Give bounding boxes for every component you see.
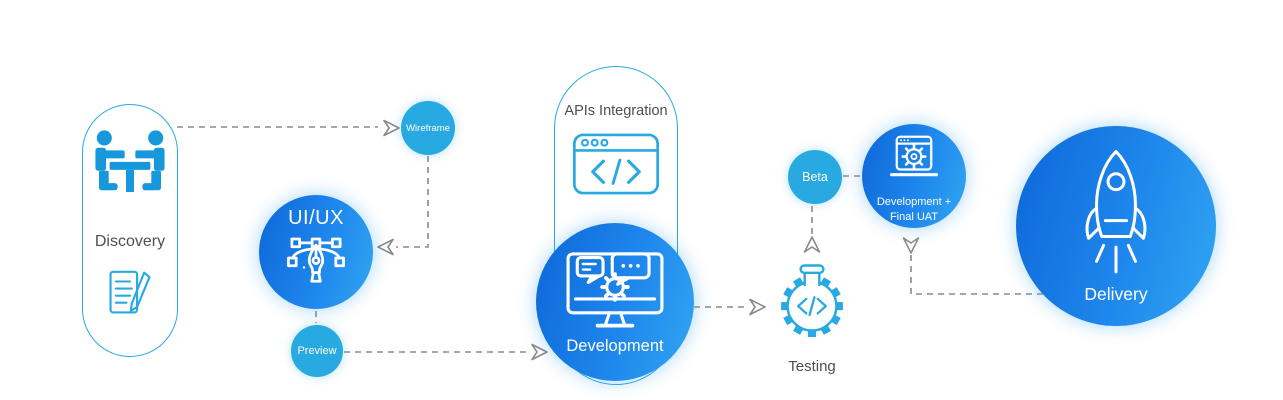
- arrowhead-into-wireframe: [383, 119, 400, 137]
- arrowhead-into-testing: [749, 298, 766, 316]
- beta-label: Beta: [802, 170, 828, 184]
- pen-tool-icon: [287, 237, 345, 283]
- node-discovery: Discovery: [82, 104, 178, 357]
- flask-gear-code-icon: [781, 264, 843, 337]
- delivery-label: Delivery: [1084, 284, 1148, 304]
- testing-label: Testing: [788, 358, 836, 375]
- rocket-icon: [1085, 150, 1147, 274]
- meeting-people-icon: [95, 130, 165, 193]
- connector-finaluat-delivery: [910, 255, 1044, 295]
- final-uat-label-line2: Final UAT: [889, 211, 939, 224]
- browser-code-icon: [572, 133, 660, 195]
- node-uiux: UI/UX: [259, 195, 373, 309]
- laptop-gear-icon: [890, 135, 938, 177]
- wireframe-label: Wireframe: [406, 122, 450, 134]
- node-testing: Testing: [762, 254, 862, 375]
- discovery-label: Discovery: [94, 233, 166, 250]
- arrowhead-into-development: [531, 343, 548, 361]
- monitor-gear-chat-icon: [566, 252, 664, 328]
- node-development: Development: [536, 223, 694, 381]
- development-label: Development: [566, 337, 664, 355]
- uiux-label: UI/UX: [288, 207, 344, 229]
- arrowhead-into-uiux: [377, 238, 394, 256]
- preview-label: Preview: [297, 345, 337, 357]
- node-delivery: Delivery: [1016, 126, 1216, 326]
- node-wireframe: Wireframe: [401, 101, 455, 155]
- connector-wireframe-uiux: [396, 156, 429, 248]
- node-preview: Preview: [291, 325, 343, 377]
- arrowhead-into-beta: [803, 236, 821, 253]
- node-final-uat: Development + Final UAT: [862, 124, 966, 228]
- document-pencil-icon: [109, 270, 151, 314]
- final-uat-label-line1: Development +: [876, 196, 952, 208]
- arrowhead-from-finaluat: [902, 237, 920, 254]
- apis-integration-label: APIs Integration: [564, 103, 668, 119]
- node-beta: Beta: [788, 150, 842, 204]
